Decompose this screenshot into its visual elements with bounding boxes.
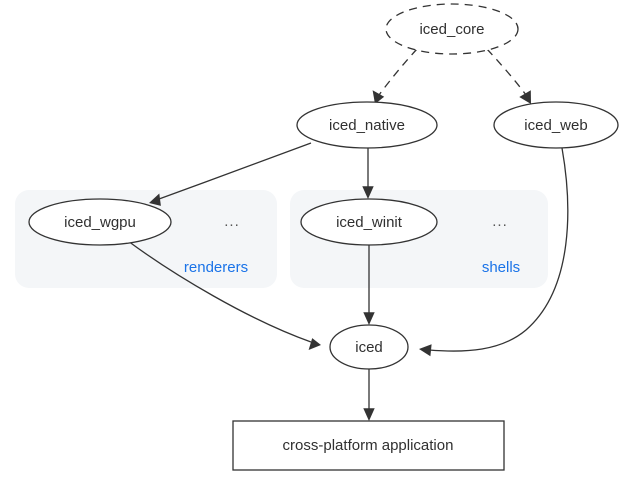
node-cross-platform-application-label: cross-platform application — [283, 437, 454, 454]
edge-winit-to-iced-arrowhead — [363, 312, 375, 325]
nodes-layer: iced_core iced_native iced_web iced_wgpu… — [28, 3, 619, 471]
edge-core-to-web-arrowhead — [519, 90, 531, 104]
edge-wgpu-to-iced — [127, 240, 321, 350]
node-cross-platform-application-shape[interactable] — [232, 420, 505, 471]
edge-iced-to-app-arrowhead — [363, 408, 375, 421]
edge-core-to-web-line — [486, 48, 527, 96]
edge-core-to-web — [486, 48, 531, 104]
node-iced-shape[interactable] — [329, 324, 409, 370]
node-iced-core-shape[interactable] — [385, 3, 519, 55]
cluster-shells-label: shells — [482, 259, 520, 276]
edge-native-to-winit-arrowhead — [362, 186, 374, 199]
edge-web-to-iced — [419, 147, 569, 357]
node-iced[interactable]: iced — [329, 324, 409, 370]
node-iced-core[interactable]: iced_core — [385, 3, 519, 55]
node-iced-wgpu-shape[interactable] — [28, 198, 172, 246]
cluster-renderers-label: renderers — [184, 259, 248, 276]
edge-native-to-wgpu-line — [158, 142, 312, 200]
node-iced-winit[interactable]: iced_winit — [300, 198, 438, 246]
cluster-shells-ellipsis: ... — [492, 213, 508, 230]
edge-iced-to-app — [363, 369, 375, 421]
edge-core-to-native-arrowhead — [372, 90, 385, 104]
node-iced-web-label: iced_web — [524, 117, 587, 134]
edges-layer — [127, 48, 569, 421]
node-iced-winit-shape[interactable] — [300, 198, 438, 246]
node-iced-native-shape[interactable] — [296, 101, 438, 149]
edge-native-to-wgpu — [149, 142, 312, 206]
node-iced-winit-label: iced_winit — [336, 214, 403, 231]
edge-native-to-wgpu-arrowhead — [149, 193, 161, 206]
node-iced-wgpu-label: iced_wgpu — [64, 214, 136, 231]
edge-wgpu-to-iced-arrowhead — [308, 338, 321, 350]
edge-core-to-native-line — [378, 48, 418, 96]
node-iced-core-label: iced_core — [419, 21, 484, 38]
edge-wgpu-to-iced-line — [127, 240, 312, 343]
edge-winit-to-iced — [363, 245, 375, 325]
node-iced-web[interactable]: iced_web — [493, 101, 619, 149]
node-iced-label: iced — [355, 339, 383, 356]
edge-native-to-winit — [362, 148, 374, 199]
node-iced-wgpu[interactable]: iced_wgpu — [28, 198, 172, 246]
node-cross-platform-application[interactable]: cross-platform application — [232, 420, 505, 471]
edge-web-to-iced-line — [428, 147, 569, 352]
cluster-renderers-ellipsis: ... — [224, 213, 240, 230]
node-iced-web-shape[interactable] — [493, 101, 619, 149]
node-iced-native[interactable]: iced_native — [296, 101, 438, 149]
node-iced-native-label: iced_native — [329, 117, 405, 134]
edge-core-to-native — [372, 48, 418, 104]
edge-web-to-iced-arrowhead — [419, 344, 432, 357]
